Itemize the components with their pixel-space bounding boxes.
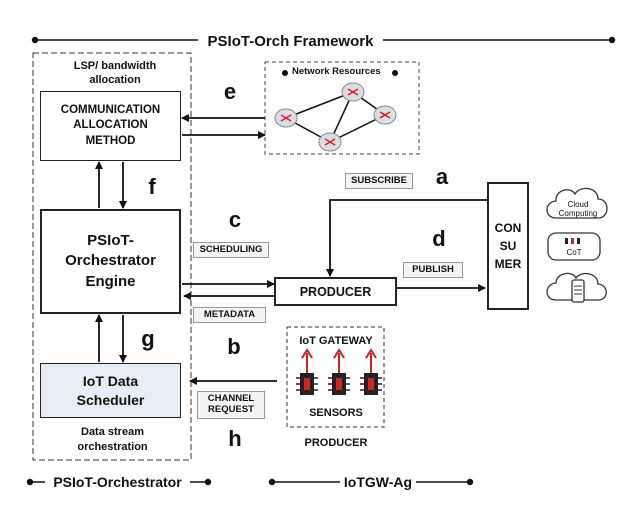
- net-link: [285, 91, 354, 119]
- step-a: a: [425, 160, 459, 194]
- router-icon: [341, 82, 365, 102]
- step-b: b: [217, 330, 251, 364]
- cot-chip-icon: [565, 238, 580, 244]
- step-c: c: [218, 203, 252, 237]
- communication-allocation-method[interactable]: COMMUNICATION ALLOCATION METHOD: [40, 91, 181, 161]
- lsp-bandwidth-label: LSP/ bandwidth allocation: [73, 59, 157, 86]
- iot-data-scheduler[interactable]: IoT Data Scheduler: [40, 363, 181, 418]
- router-icon: [274, 108, 298, 128]
- gateway-title: IoT GATEWAY: [299, 335, 373, 347]
- framework-title: PSIoT-Orch Framework: [207, 32, 374, 50]
- network-dot-icon: [392, 70, 398, 76]
- channel-request-label: CHANNEL REQUEST: [197, 391, 265, 419]
- producer-box[interactable]: PRODUCER: [274, 277, 397, 306]
- step-h: h: [218, 422, 252, 456]
- step-e: e: [213, 75, 247, 109]
- step-f: f: [135, 170, 169, 204]
- phone-icon: [571, 279, 585, 303]
- engine-label: PSIoT-Orchestrator Engine: [65, 232, 156, 290]
- data-stream-label: Data stream orchestration: [77, 426, 148, 453]
- publish-label: PUBLISH: [403, 262, 463, 278]
- gateway-producer-caption: PRODUCER: [304, 437, 368, 449]
- scheduler-label: IoT Data Scheduler: [76, 373, 145, 408]
- orchestrator-container: [32, 52, 192, 461]
- cot-label: CoT: [566, 248, 582, 257]
- orchestrator-engine[interactable]: PSIoT-Orchestrator Engine: [40, 209, 181, 314]
- network-resources-box: [264, 61, 420, 155]
- cloud-icon: [546, 187, 608, 219]
- orchestrator-bottom-label: PSIoT-Orchestrator: [53, 474, 182, 490]
- network-dot-icon: [282, 70, 288, 76]
- router-icon: [318, 132, 342, 152]
- arrow-subscribe: [326, 199, 487, 277]
- cloud-computing-label: Cloud Computing: [558, 199, 598, 218]
- consumer-box[interactable]: CON SU MER: [487, 182, 529, 310]
- sensor-chip-icon: [296, 348, 318, 395]
- sensor-chip-icon: [360, 348, 382, 395]
- scheduling-label: SCHEDULING: [193, 242, 269, 258]
- subscribe-label: SUBSCRIBE: [345, 173, 413, 189]
- sensors-label: SENSORS: [309, 407, 363, 419]
- consumer-label: CON SU MER: [494, 221, 522, 271]
- iotgw-bottom-label: IoTGW-Ag: [343, 474, 413, 490]
- sensor-chip-icon: [328, 348, 350, 395]
- network-resources-title: Network Resources: [290, 66, 383, 77]
- metadata-label: METADATA: [193, 307, 266, 323]
- step-g: g: [131, 322, 165, 356]
- router-icon: [373, 105, 397, 125]
- step-d: d: [422, 222, 456, 256]
- gateway-box: [286, 326, 385, 428]
- producer-label: PRODUCER: [299, 284, 372, 299]
- comm-method-label: COMMUNICATION ALLOCATION METHOD: [60, 103, 161, 147]
- cot-box: [547, 232, 601, 261]
